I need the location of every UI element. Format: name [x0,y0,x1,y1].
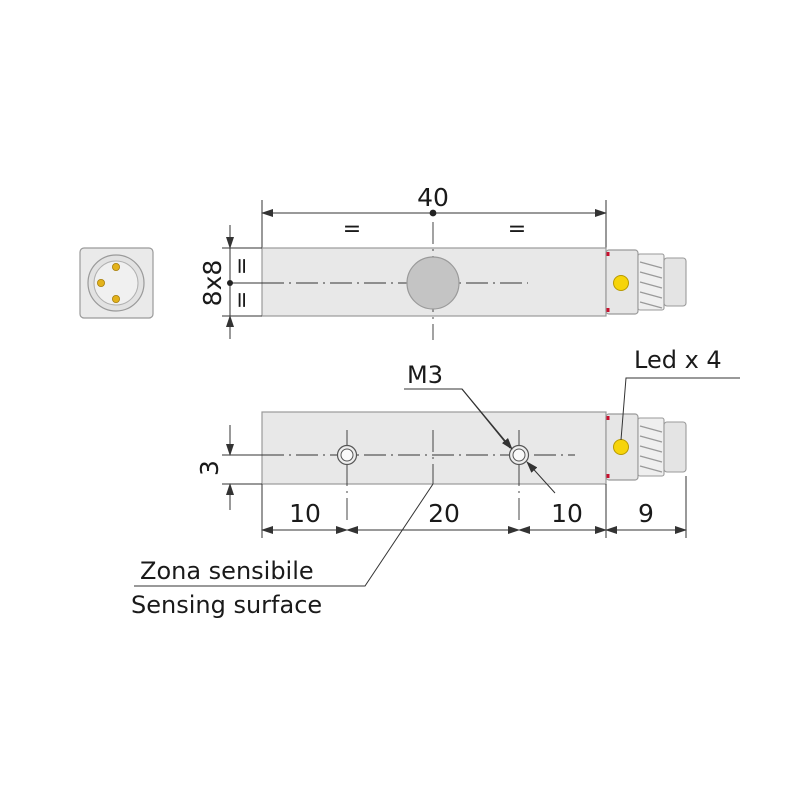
connector-top [605,249,687,315]
equal-mark-bottom: = [230,291,255,309]
dim-seg-left: 10 [289,499,321,528]
sensing-face [406,256,460,310]
side-view: Led x 4 M3 3 10 20 10 9 Zona sensibile S… [131,346,740,619]
connector-side [605,413,687,481]
mounting-hole [336,444,358,466]
led-indicator [613,275,629,291]
equal-mark-left: = [343,217,361,242]
dim-connector-length: 9 [638,499,654,528]
connector-pin [112,294,121,303]
equal-mark-top: = [230,257,255,275]
label-thread: M3 [407,361,443,389]
dim-cross-section: 8x8 [198,260,227,307]
top-view: 40 = = 8x8 = = [198,183,687,340]
sensor-body-side [261,411,607,485]
dim-seg-mid: 20 [428,499,460,528]
mounting-hole [508,444,530,466]
label-sensing-it: Zona sensibile [140,557,314,585]
label-led: Led x 4 [634,346,722,374]
connector-pin [112,262,121,271]
label-sensing-en: Sensing surface [131,591,322,619]
dim-seg-right: 10 [551,499,583,528]
connector-end-view [79,247,154,319]
connector-pin [97,278,106,287]
equal-mark-right: = [508,217,526,242]
dim-overall-length: 40 [417,183,449,212]
led-indicator [613,439,629,455]
dim-hole-offset: 3 [195,460,224,476]
